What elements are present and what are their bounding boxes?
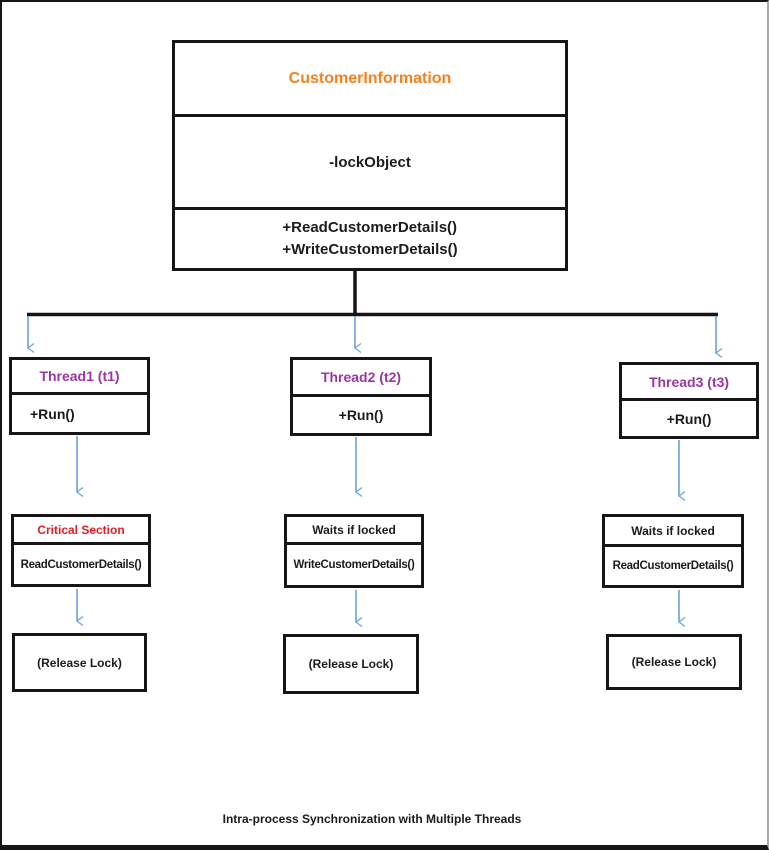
- class-box-customer-information: CustomerInformation -lockObject +ReadCus…: [172, 40, 568, 271]
- thread3-title: Thread3 (t3): [622, 365, 756, 401]
- diagram-caption: Intra-process Synchronization with Multi…: [222, 812, 522, 826]
- thread3-waits-box: Waits if locked ReadCustomerDetails(): [602, 514, 744, 588]
- thread2-box: Thread2 (t2) +Run(): [290, 357, 432, 436]
- class-method-write: +WriteCustomerDetails(): [282, 241, 458, 258]
- class-title: CustomerInformation: [175, 43, 565, 117]
- thread1-title: Thread1 (t1): [12, 360, 147, 395]
- thread2-release-lock-box: (Release Lock): [283, 634, 419, 694]
- thread3-release-lock-box: (Release Lock): [606, 634, 742, 690]
- thread2-title: Thread2 (t2): [293, 360, 429, 397]
- thread2-waits-box: Waits if locked WriteCustomerDetails(): [284, 514, 424, 588]
- class-methods: +ReadCustomerDetails() +WriteCustomerDet…: [175, 210, 565, 268]
- thread3-box: Thread3 (t3) +Run(): [619, 362, 759, 439]
- thread3-section-action: ReadCustomerDetails(): [612, 560, 734, 572]
- thread1-release-lock-box: (Release Lock): [12, 633, 147, 692]
- class-attribute: -lockObject: [175, 117, 565, 210]
- thread1-critical-section-box: Critical Section ReadCustomerDetails(): [11, 514, 151, 587]
- thread2-section-action: WriteCustomerDetails(): [293, 559, 415, 571]
- thread2-section-title: Waits if locked: [287, 517, 421, 545]
- thread3-section-title: Waits if locked: [605, 517, 741, 547]
- thread1-box: Thread1 (t1) +Run(): [9, 357, 150, 435]
- thread2-run-method: +Run(): [338, 407, 384, 423]
- thread1-section-action: ReadCustomerDetails(): [20, 558, 142, 571]
- thread3-run-method: +Run(): [666, 410, 712, 427]
- thread1-run-method: +Run(): [30, 405, 75, 422]
- thread1-section-title: Critical Section: [14, 517, 148, 545]
- class-method-read: +ReadCustomerDetails(): [282, 219, 458, 237]
